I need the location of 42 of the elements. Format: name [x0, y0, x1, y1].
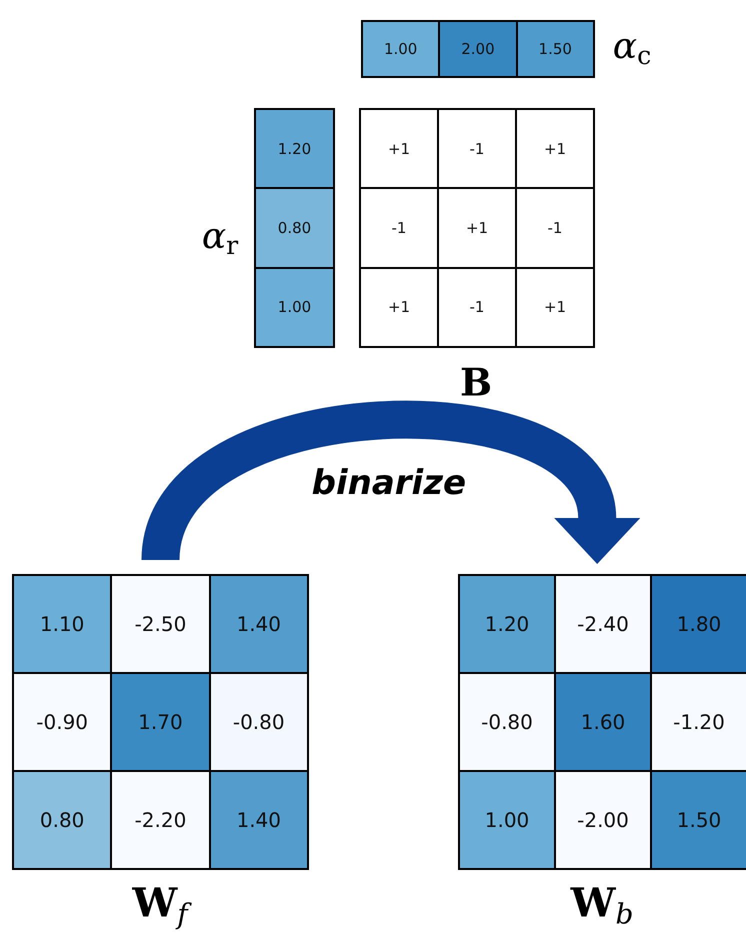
matrix-cell: +1	[516, 109, 594, 188]
matrix	[359, 108, 595, 348]
matrix-cell: -2.40	[555, 575, 651, 673]
matrix-cell: +1	[360, 109, 438, 188]
matrix-cell: 1.70	[111, 673, 210, 771]
matrix-cell: 1.40	[210, 771, 308, 869]
matrix-cell: 1.60	[555, 673, 651, 771]
heatmap-matrix	[458, 574, 746, 870]
matrix-cell: -0.80	[210, 673, 308, 771]
vector	[254, 108, 335, 348]
matrix-cell: -1	[360, 188, 438, 268]
matrix-cell: -1	[438, 109, 516, 188]
matrix-cell: -2.50	[111, 575, 210, 673]
matrix-label: W$_{b}$	[570, 880, 634, 930]
matrix-label: α$_{c}$	[612, 26, 652, 70]
matrix-cell: 1.50	[516, 21, 594, 77]
matrix-cell: -0.80	[459, 673, 555, 771]
heatmap-matrix	[12, 574, 309, 870]
matrix-cell: -1.20	[651, 673, 746, 771]
matrix-cell: 1.50	[651, 771, 746, 869]
matrix-cell: 1.20	[255, 109, 334, 188]
matrix-cell: 0.80	[13, 771, 112, 869]
matrix-cell: +1	[438, 188, 516, 268]
matrix-cell: -0.90	[13, 673, 112, 771]
matrix-cell: -1	[438, 268, 516, 347]
matrix-cell: +1	[516, 268, 594, 347]
matrix-label: α$_{r}$	[202, 216, 238, 260]
matrix-cell: 2.00	[439, 21, 517, 77]
matrix-cell: 1.10	[13, 575, 112, 673]
matrix-cell: 1.40	[210, 575, 308, 673]
matrix-cell: +1	[360, 268, 438, 347]
matrix-cell: -2.00	[555, 771, 651, 869]
matrix-cell: 1.80	[651, 575, 746, 673]
matrix-cell: -1	[516, 188, 594, 268]
matrix-label: B	[460, 360, 492, 404]
matrix-cell: 1.00	[255, 268, 334, 347]
matrix-cell: 1.00	[362, 21, 440, 77]
vector	[361, 20, 595, 78]
matrix-cell: 1.00	[459, 771, 555, 869]
matrix-cell: -2.20	[111, 771, 210, 869]
matrix-cell: 0.80	[255, 188, 334, 268]
matrix-cell: 1.20	[459, 575, 555, 673]
